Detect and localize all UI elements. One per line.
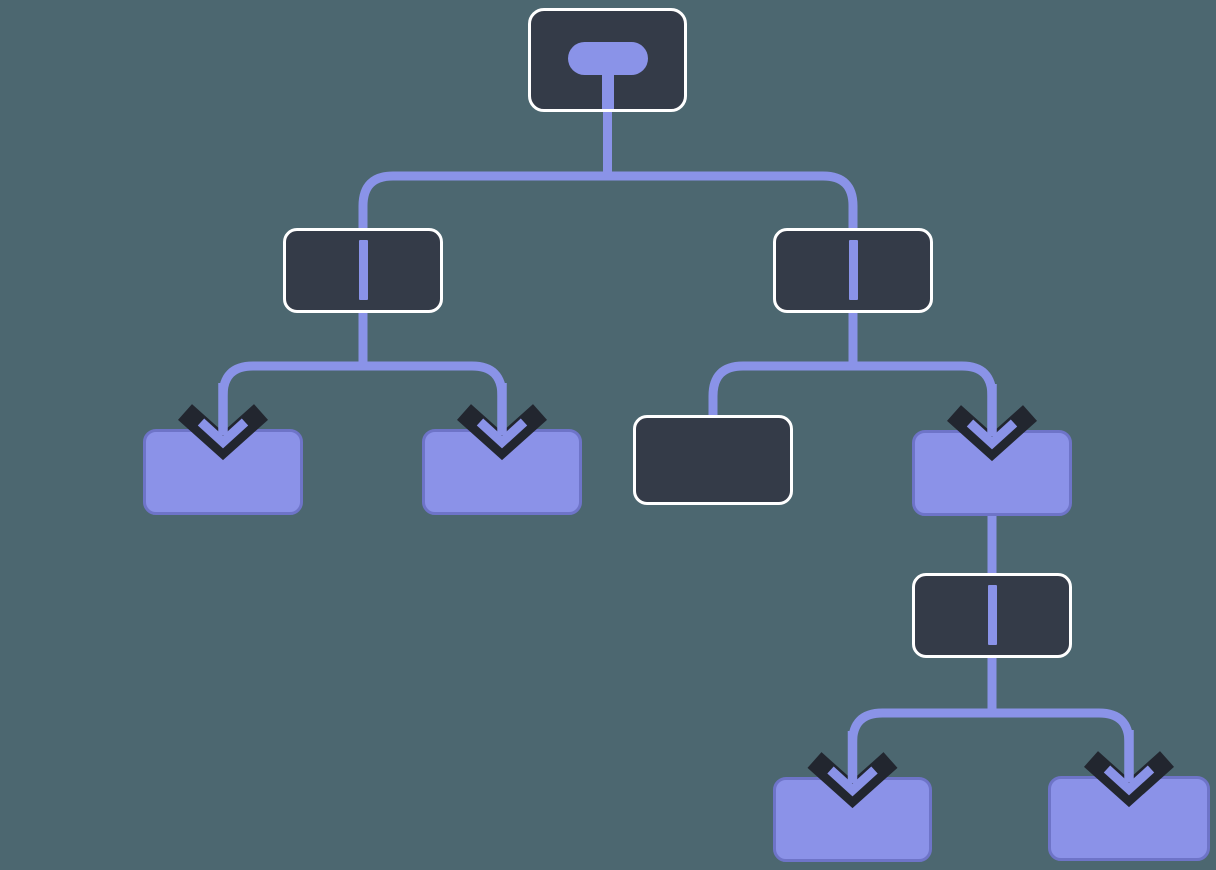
branch-mid-node[interactable] [912,573,1072,658]
branch-left-node[interactable] [283,228,443,313]
leaf-left-2-node[interactable] [422,429,582,515]
pass-through-line-icon [358,240,368,300]
root-stem-icon [601,69,614,109]
leaf-right-purple-node[interactable] [912,430,1072,516]
leaf-dark-empty-node[interactable] [633,415,793,505]
branch-right-node[interactable] [773,228,933,313]
pass-through-line-icon [987,585,997,645]
root-pill-icon [567,42,648,75]
root-node[interactable] [528,8,687,112]
leaf-bottom-left-node[interactable] [773,777,932,862]
leaf-left-1-node[interactable] [143,429,303,515]
leaf-bottom-right-node[interactable] [1048,776,1210,861]
pass-through-line-icon [848,240,858,300]
